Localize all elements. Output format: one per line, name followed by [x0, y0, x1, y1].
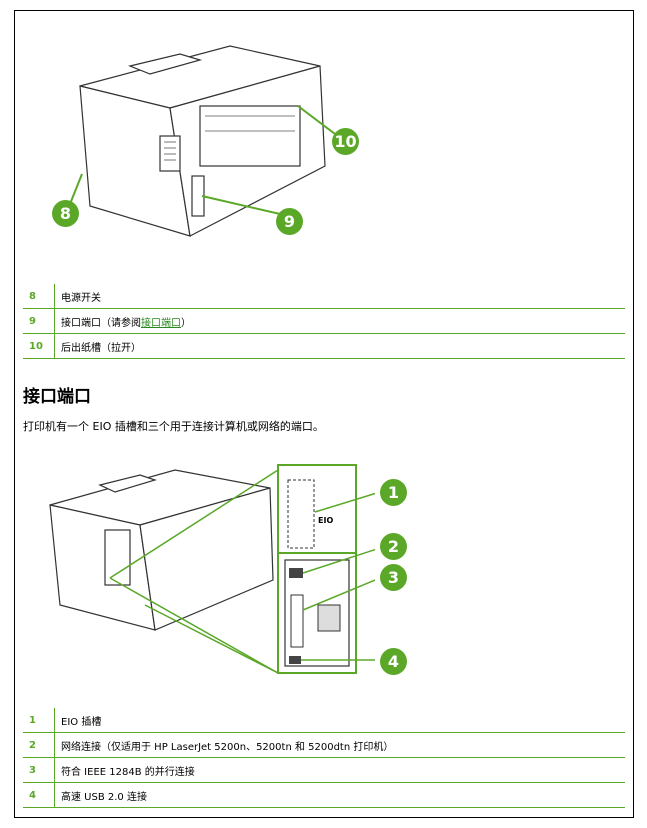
section-intro: 打印机有一个 EIO 插槽和三个用于连接计算机或网络的端口。	[23, 420, 324, 433]
callout-9: 9	[276, 208, 303, 235]
legend-row: 10 后出纸槽（拉开）	[23, 334, 625, 359]
callout-10: 10	[332, 128, 359, 155]
legend-row: 1 EIO 插槽	[23, 708, 625, 733]
legend-row: 8 电源开关	[23, 284, 625, 309]
page-frame	[14, 10, 634, 818]
callout-1: 1	[380, 479, 407, 506]
printer-rear-illustration	[69, 45, 336, 237]
section-title: 接口端口	[23, 387, 91, 407]
legend-row: 2 网络连接（仅适用于 HP LaserJet 5200n、5200tn 和 5…	[23, 733, 625, 758]
callout-8: 8	[52, 200, 79, 227]
legend-top: 8 电源开关 9 接口端口（请参阅接口端口） 10 后出纸槽（拉开）	[23, 284, 625, 359]
callout-3: 3	[380, 564, 407, 591]
legend-row: 3 符合 IEEE 1284B 的并行连接	[23, 758, 625, 783]
callout-2: 2	[380, 533, 407, 560]
legend-row: 9 接口端口（请参阅接口端口）	[23, 309, 625, 334]
legend-row: 4 高速 USB 2.0 连接	[23, 783, 625, 808]
interface-ports-link[interactable]: 接口端口	[141, 317, 181, 329]
callout-4: 4	[380, 648, 407, 675]
eio-label: EIO	[318, 516, 334, 525]
interface-ports-illustration	[49, 464, 375, 674]
legend-bottom: 1 EIO 插槽 2 网络连接（仅适用于 HP LaserJet 5200n、5…	[23, 708, 625, 808]
